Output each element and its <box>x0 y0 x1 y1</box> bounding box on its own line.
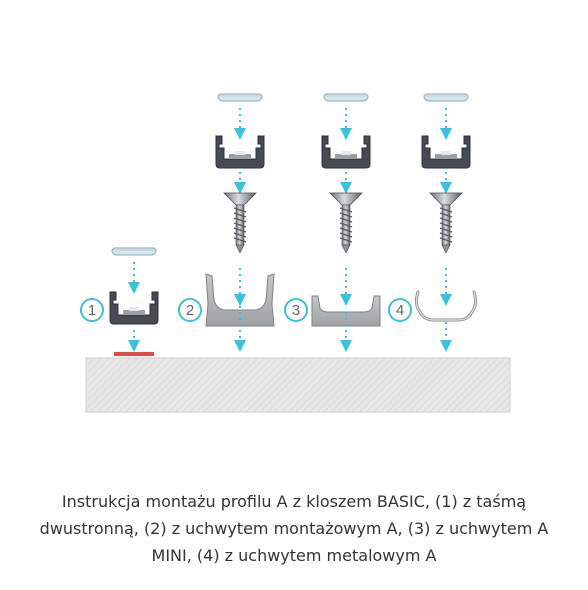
diffuser-cover <box>111 247 157 256</box>
step-3-assembly <box>311 93 381 352</box>
step-number: 3 <box>292 302 300 319</box>
step-number: 2 <box>186 302 194 319</box>
led-profile <box>321 135 371 169</box>
step-badge-3: 3 <box>284 298 308 322</box>
metal-clip <box>414 290 478 322</box>
step-2-assembly <box>205 93 275 352</box>
diffuser-cover <box>217 93 263 102</box>
mounting-diagram: 1 2 3 4 <box>80 93 511 413</box>
mounting-screw <box>223 192 257 254</box>
diffuser-cover <box>423 93 469 102</box>
step-badge-4: 4 <box>388 298 412 322</box>
mini-bracket <box>311 295 381 327</box>
mounting-surface <box>85 357 511 413</box>
led-profile <box>215 135 265 169</box>
mounting-screw <box>429 192 463 254</box>
diffuser-cover <box>323 93 369 102</box>
mounting-screw <box>329 192 363 254</box>
step-1-assembly <box>109 247 159 352</box>
mounting-bracket <box>205 273 275 327</box>
diagram-caption: Instrukcja montażu profilu A z kloszem B… <box>39 492 549 565</box>
step-number: 4 <box>396 302 404 319</box>
step-badge-2: 2 <box>178 298 202 322</box>
led-profile <box>421 135 471 169</box>
step-number: 1 <box>88 302 96 319</box>
step-4-assembly <box>414 93 478 352</box>
adhesive-tape <box>114 352 154 356</box>
led-profile <box>109 291 159 325</box>
step-badge-1: 1 <box>80 298 104 322</box>
